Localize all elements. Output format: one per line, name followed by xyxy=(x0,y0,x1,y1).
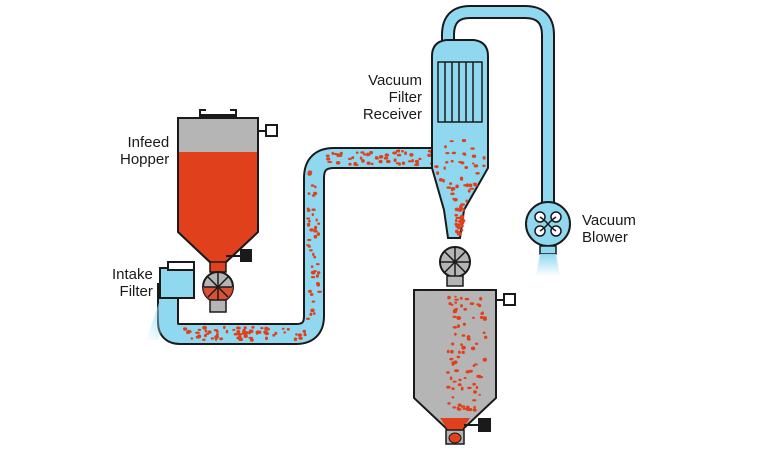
label-vacuum-blower-line-1: Vacuum xyxy=(582,212,636,229)
conveying-line xyxy=(157,147,438,345)
label-receiver-line-3: Receiver xyxy=(362,106,422,123)
motor-icon xyxy=(226,249,252,262)
infeed-hopper xyxy=(177,109,278,265)
label-vacuum-blower: Vacuum Blower xyxy=(582,212,636,246)
label-receiver-line-2: Filter xyxy=(388,89,422,106)
label-infeed-hopper-line-2: Hopper xyxy=(120,151,170,168)
rotary-airlock-valve-icon xyxy=(202,249,252,313)
bin-valve-icon xyxy=(445,418,491,445)
intake-filter xyxy=(146,261,195,340)
material-particles-bin xyxy=(446,295,488,412)
destination-bin xyxy=(413,289,516,445)
label-vacuum-blower-line-2: Blower xyxy=(582,229,628,246)
receiver-valve-icon xyxy=(439,246,471,287)
vacuum-filter-receiver xyxy=(431,39,489,239)
label-receiver-line-1: Vacuum xyxy=(368,72,422,89)
level-sensor-icon xyxy=(258,124,278,137)
label-infeed-hopper-line-1: Infeed xyxy=(127,134,170,151)
blower-impeller-icon xyxy=(525,201,571,276)
intake-air-flow xyxy=(146,300,174,340)
blower-pipe xyxy=(441,4,555,218)
bin-level-sensor-icon xyxy=(496,293,516,306)
label-vacuum-filter-receiver: Vacuum Filter Receiver xyxy=(356,72,422,123)
label-infeed-hopper: Infeed Hopper xyxy=(120,134,169,168)
label-intake-filter-line-2: Filter xyxy=(119,283,153,300)
filter-cartridges xyxy=(437,61,483,123)
label-intake-filter-line-1: Intake xyxy=(112,266,153,283)
label-intake-filter: Intake Filter xyxy=(112,266,153,300)
exhaust-air-flow xyxy=(536,254,560,276)
material-particles-receiver xyxy=(434,138,486,236)
material-particles-line xyxy=(183,149,435,342)
